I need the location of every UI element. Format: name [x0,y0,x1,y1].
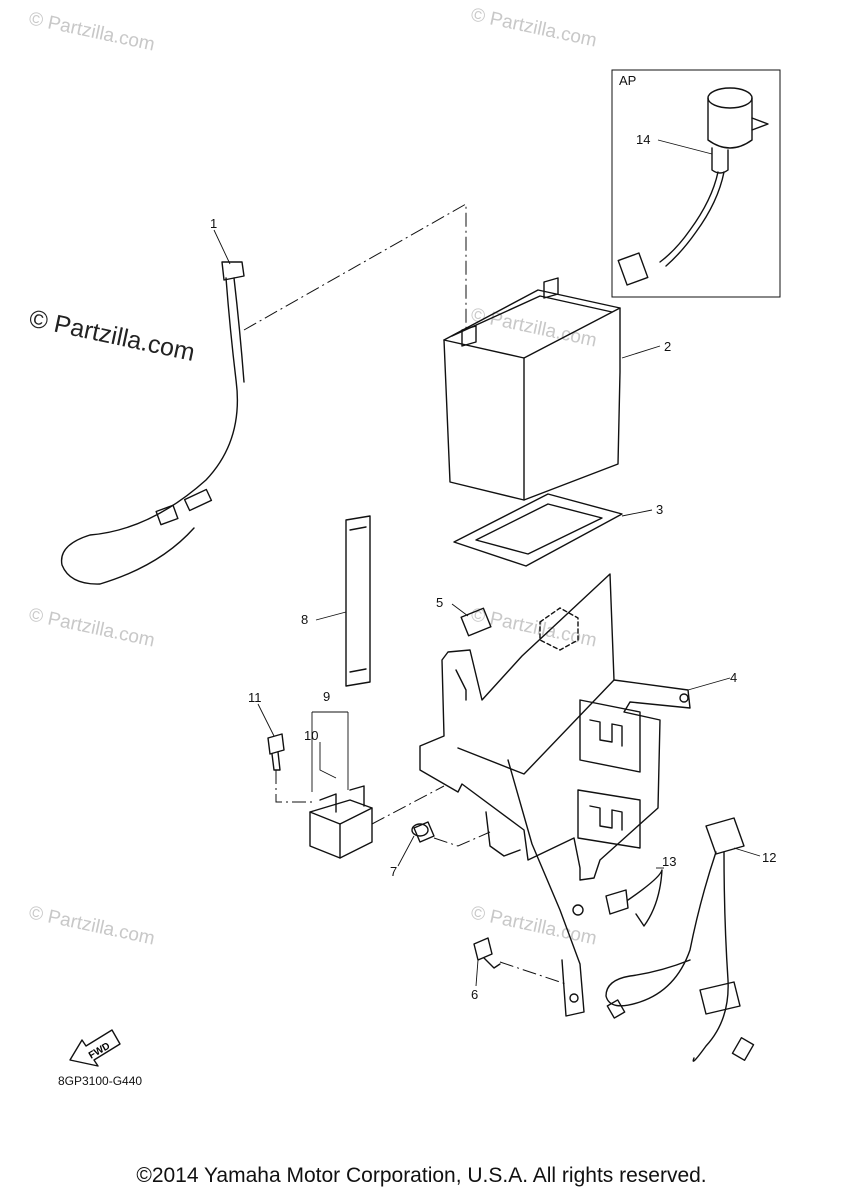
battery-part [443,277,621,501]
relay-leader-9 [311,711,349,792]
watermark-group: © Partzilla.com © Partzilla.com © Partzi… [27,4,599,949]
wire-harness-part [60,261,245,585]
watermark-1: © Partzilla.com [27,8,157,55]
callout-7: 7 [390,864,397,879]
callout-13: 13 [662,854,676,869]
watermark-6: © Partzilla.com [27,902,157,949]
bolt-11-dash [275,770,312,803]
sub-harness-part [605,817,755,1062]
callout-9: 9 [323,689,330,704]
bolt-6-dash [499,961,567,985]
callout-5: 5 [436,595,443,610]
ap-inset-label: AP [619,73,636,88]
callout-12: 12 [762,850,776,865]
collar-part [411,821,435,843]
watermark-3: © Partzilla.com [469,304,599,351]
watermark-4: © Partzilla.com [27,604,157,651]
tab-part [460,607,492,637]
callout-6: 6 [471,987,478,1002]
harness-connection-line [243,203,467,331]
callout-1: 1 [210,216,217,231]
callout-3: 3 [656,502,663,517]
battery-box-part [419,573,691,1017]
callout-14: 14 [636,132,650,147]
watermark-large: © Partzilla.com [27,304,198,366]
callout-11: 11 [248,690,262,705]
callout-4: 4 [730,670,737,685]
relay-dash [371,785,445,825]
diagram-code: 8GP3100-G440 [58,1074,143,1088]
cable-tie-part [605,869,663,927]
leader-lines [213,229,761,987]
relay-leader-10 [319,742,337,779]
callout-8: 8 [301,612,308,627]
bolt-11-part [267,733,285,771]
battery-band-part [345,515,371,687]
collar-dash [433,831,491,847]
callout-numbers: 1 2 3 4 5 6 7 8 9 10 11 12 13 14 [210,132,776,1002]
bolt-6-part [473,937,501,969]
fwd-arrow-icon: FWD [69,1029,121,1067]
callout-10: 10 [304,728,318,743]
watermark-2: © Partzilla.com [469,4,599,51]
ap-inset-box: AP [611,69,781,298]
callout-2: 2 [664,339,671,354]
starter-relay-part [309,785,373,859]
copyright-notice: ©2014 Yamaha Motor Corporation, U.S.A. A… [136,1164,707,1187]
battery-pad-part [453,493,623,567]
accessory-socket-part [617,87,769,286]
